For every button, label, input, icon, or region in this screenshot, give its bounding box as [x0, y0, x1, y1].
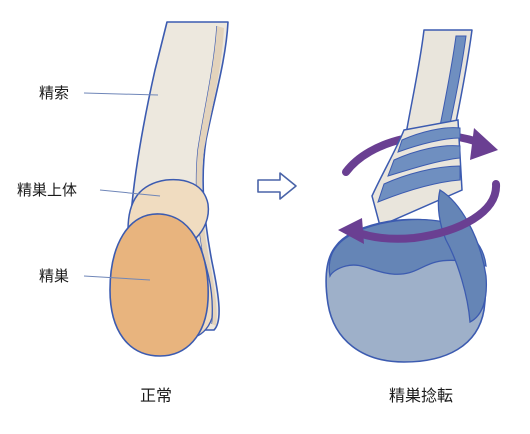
testis-normal: [109, 213, 209, 357]
rotation-arrowhead-back: [470, 128, 498, 160]
coil-band-2: [387, 145, 461, 177]
label-testis: 精巣: [39, 267, 70, 285]
cord-inner-band: [196, 26, 224, 326]
coil-band-3: [377, 165, 461, 203]
rotation-arrow-front: [352, 180, 500, 243]
caption-torsion: 精巣捻転: [389, 386, 454, 405]
torsion-testis-illustration: [325, 29, 500, 363]
leader-line-epididymis: [99, 189, 161, 197]
label-spermatic-cord: 精索: [39, 84, 70, 102]
leader-line-testis: [83, 275, 151, 281]
caption-normal: 正常: [140, 386, 173, 405]
label-epididymis: 精巣上体: [17, 181, 78, 199]
leader-line-cord: [83, 92, 159, 96]
hollow-right-arrow-icon: [257, 172, 297, 200]
coil-band-1: [397, 127, 461, 153]
rotation-arrowhead-front: [338, 218, 364, 244]
normal-testis-illustration: [109, 21, 229, 357]
